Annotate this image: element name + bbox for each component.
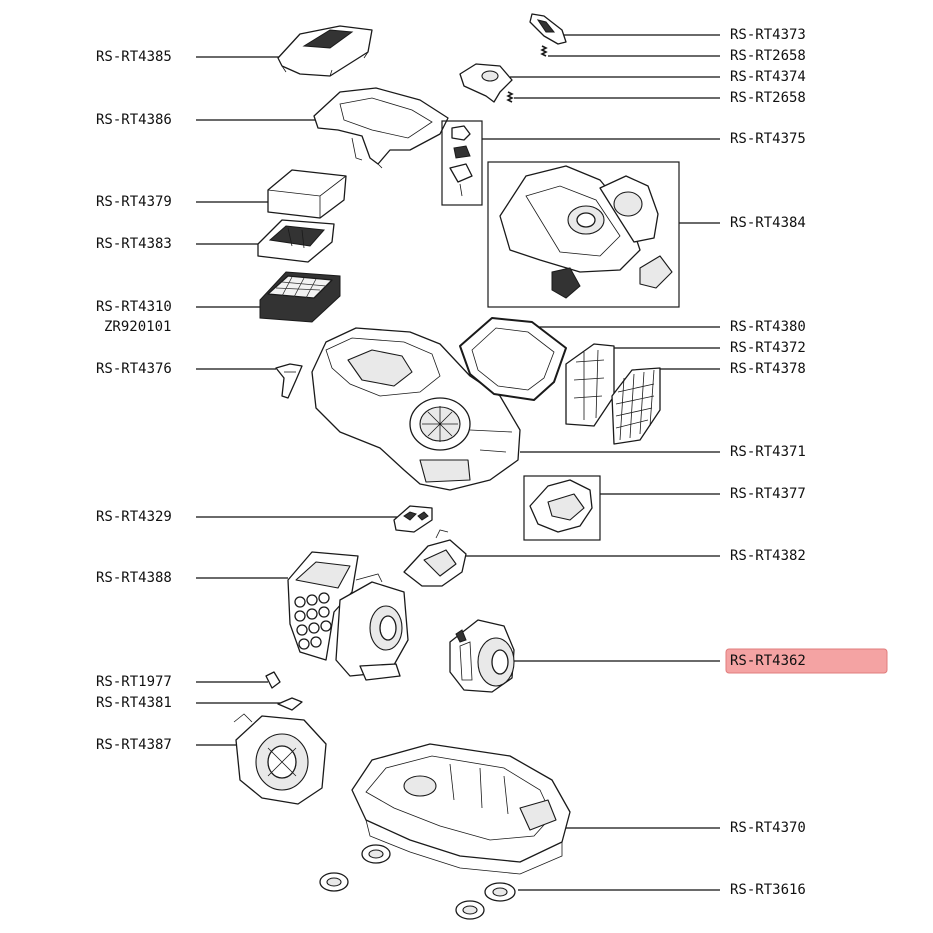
label-rs-rt4385[interactable]: RS-RT4385 xyxy=(96,49,172,65)
label-group-left: RS-RT4385 RS-RT4386 RS-RT4379 RS-RT4383 … xyxy=(96,49,398,753)
label-group-right: RS-RT4373 RS-RT2658 RS-RT4374 RS-RT2658 … xyxy=(458,27,888,898)
label-rs-rt4376[interactable]: RS-RT4376 xyxy=(96,361,172,377)
part-rs-rt4373-latch[interactable] xyxy=(529,13,567,45)
part-rs-rt4371-main-body[interactable] xyxy=(311,327,521,491)
part-rs-rt4388-motor-housing[interactable] xyxy=(287,551,409,681)
label-rs-rt2658-a[interactable]: RS-RT2658 xyxy=(730,48,806,64)
part-rs-rt4386-frame[interactable] xyxy=(313,87,449,169)
part-rs-rt2658-spring-a[interactable] xyxy=(540,45,548,57)
label-rs-rt4388[interactable]: RS-RT4388 xyxy=(96,570,172,586)
label-rs-rt4383[interactable]: RS-RT4383 xyxy=(96,236,172,252)
label-rs-rt4381[interactable]: RS-RT4381 xyxy=(96,695,172,711)
housing-vent-holes xyxy=(294,592,332,650)
label-zr920101[interactable]: ZR920101 xyxy=(104,319,171,335)
part-rs-rt4379-filter-pad[interactable] xyxy=(267,169,347,219)
label-rs-rt4378[interactable]: RS-RT4378 xyxy=(730,361,806,377)
part-rs-rt4370-base[interactable] xyxy=(351,743,571,875)
label-rs-rt4370[interactable]: RS-RT4370 xyxy=(730,820,806,836)
label-rs-rt4362[interactable]: RS-RT4362 xyxy=(730,653,806,669)
label-rs-rt4386[interactable]: RS-RT4386 xyxy=(96,112,172,128)
part-rs-rt4378-grille[interactable] xyxy=(611,367,661,445)
part-rs-rt4372-filter-plate[interactable] xyxy=(565,343,615,427)
part-rs-rt4329-board[interactable] xyxy=(393,505,433,533)
label-rs-rt4371[interactable]: RS-RT4371 xyxy=(730,444,806,460)
part-rs-rt4310-hepa-filter[interactable] xyxy=(259,271,341,323)
part-rs-rt2658-spring-b[interactable] xyxy=(506,91,514,103)
highlight-box-rs-rt4362 xyxy=(725,648,888,674)
part-rs-rt1977-clip[interactable] xyxy=(265,671,281,689)
label-rs-rt4387[interactable]: RS-RT4387 xyxy=(96,737,172,753)
label-rs-rt4377[interactable]: RS-RT4377 xyxy=(730,486,806,502)
label-rs-rt4372[interactable]: RS-RT4372 xyxy=(730,340,806,356)
label-rs-rt4382[interactable]: RS-RT4382 xyxy=(730,548,806,564)
part-rs-rt4374-button[interactable] xyxy=(459,63,513,103)
label-rs-rt4380[interactable]: RS-RT4380 xyxy=(730,319,806,335)
part-rs-rt4376-bracket[interactable] xyxy=(275,363,303,399)
label-rs-rt4329[interactable]: RS-RT4329 xyxy=(96,509,172,525)
part-rs-rt4382-cord-bracket[interactable] xyxy=(403,529,467,587)
part-rs-rt4380-gasket[interactable] xyxy=(459,317,567,401)
label-rs-rt4374[interactable]: RS-RT4374 xyxy=(730,69,806,85)
part-rs-rt4381-holder[interactable] xyxy=(277,697,303,711)
part-rs-rt3616-wheels[interactable] xyxy=(319,844,516,920)
label-rs-rt2658-b[interactable]: RS-RT2658 xyxy=(730,90,806,106)
part-rs-rt4387-cord-reel[interactable] xyxy=(233,713,327,805)
label-rs-rt1977[interactable]: RS-RT1977 xyxy=(96,674,172,690)
label-rs-rt4310[interactable]: RS-RT4310 xyxy=(96,299,172,315)
part-rs-rt4375-clip-set[interactable] xyxy=(441,120,483,206)
part-rs-rt4383-filter-frame[interactable] xyxy=(257,219,335,263)
part-rs-rt4384-lid[interactable] xyxy=(487,161,680,308)
label-rs-rt4384[interactable]: RS-RT4384 xyxy=(730,215,806,231)
label-rs-rt4375[interactable]: RS-RT4375 xyxy=(730,131,806,147)
label-rs-rt4373[interactable]: RS-RT4373 xyxy=(730,27,806,43)
label-rs-rt3616[interactable]: RS-RT3616 xyxy=(730,882,806,898)
part-rs-rt4377-handle[interactable] xyxy=(523,475,601,541)
label-rs-rt4379[interactable]: RS-RT4379 xyxy=(96,194,172,210)
part-rs-rt4362-motor[interactable] xyxy=(449,619,515,693)
part-rs-rt4385-cover[interactable] xyxy=(277,25,373,77)
